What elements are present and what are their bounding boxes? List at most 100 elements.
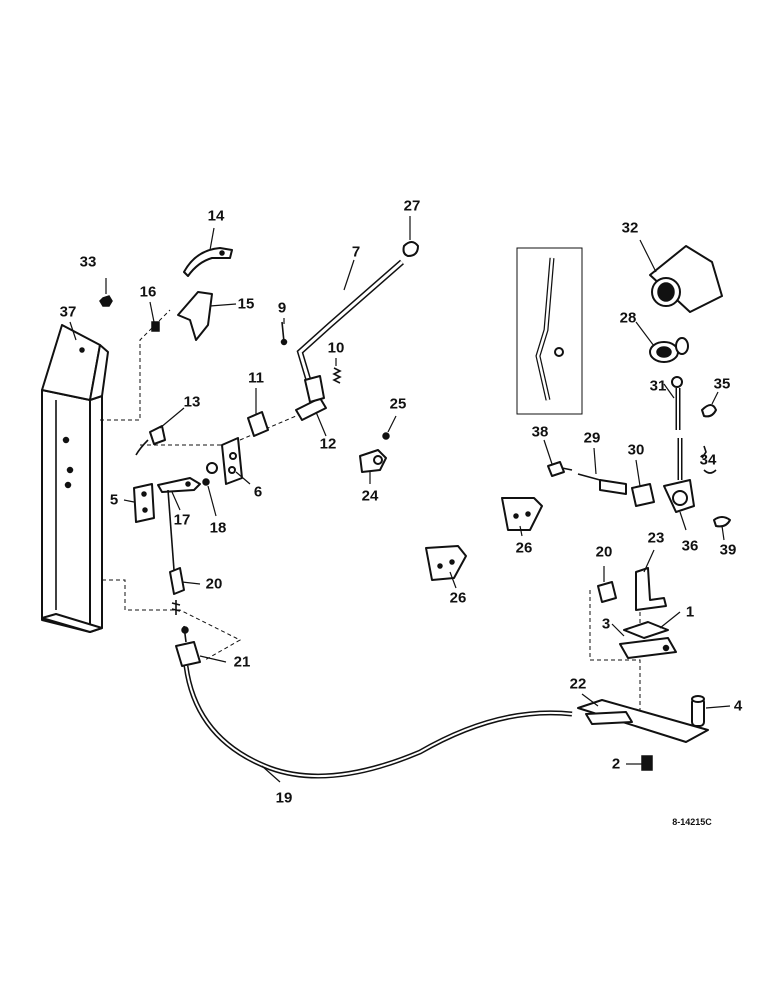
part-2-nut (641, 755, 653, 771)
part-30-coupler (631, 483, 655, 507)
callout-25: 25 (390, 396, 407, 413)
leader-line (159, 407, 185, 429)
leader-line (711, 391, 719, 405)
callout-20-right: 20 (596, 544, 613, 561)
assembly-line (102, 579, 242, 661)
part-37-column (41, 324, 109, 633)
leader-line (261, 765, 281, 783)
inset-alternate-lever (516, 247, 583, 415)
part-7-shift-lever (296, 259, 404, 403)
callout-33: 33 (80, 254, 97, 271)
leader-line (721, 525, 725, 541)
callout-31: 31 (650, 378, 667, 395)
callout-34: 34 (700, 452, 717, 469)
part-20-fitting-left (169, 567, 185, 615)
part-39-pin (713, 516, 731, 528)
part-1-plate (623, 621, 669, 639)
callout-27: 27 (404, 198, 421, 215)
leader-line (659, 611, 681, 629)
callout-21: 21 (234, 654, 251, 671)
part-27-knob (402, 241, 419, 257)
part-38-bolt (547, 461, 573, 477)
leader-line (171, 491, 181, 511)
callout-11: 11 (248, 370, 264, 387)
callout-22: 22 (570, 676, 587, 693)
part-34-spring (701, 445, 717, 474)
callout-26-left: 26 (450, 590, 467, 607)
part-17-lever (157, 477, 201, 493)
part-32-housing (649, 245, 723, 313)
callout-24: 24 (362, 488, 379, 505)
callout-3: 3 (602, 616, 610, 633)
callout-32: 32 (622, 220, 639, 237)
part-16-bolt (151, 321, 160, 332)
callout-30: 30 (628, 442, 645, 459)
callout-2: 2 (612, 756, 620, 773)
callout-19: 19 (276, 790, 293, 807)
part-19-cable (183, 665, 573, 779)
callout-29: 29 (584, 430, 601, 447)
callout-9: 9 (278, 300, 286, 317)
part-33-nut (99, 295, 113, 307)
leader-line (69, 321, 77, 341)
part-36-fitting (663, 479, 695, 513)
callout-38: 38 (532, 424, 549, 441)
link-rod (167, 489, 175, 571)
callout-35: 35 (714, 376, 731, 393)
leader-line (207, 485, 217, 517)
callout-37: 37 (60, 304, 77, 321)
part-15-plate (177, 291, 213, 341)
part-26-bracket (501, 497, 543, 531)
leader-line (209, 227, 215, 251)
part-26-bracket (425, 545, 467, 581)
callout-7: 7 (352, 244, 360, 261)
part-10-spring (332, 367, 342, 384)
part-9-pin (280, 321, 288, 346)
leader-line (635, 321, 655, 347)
drawing-reference-code: 8-14215C (672, 817, 712, 827)
callout-14: 14 (208, 208, 225, 225)
part-18-washer (202, 478, 210, 486)
part-31-shifter-rod (671, 376, 683, 480)
callout-16: 16 (140, 284, 157, 301)
callout-6: 6 (254, 484, 262, 501)
part-21-cable-end (175, 625, 201, 667)
leader-line (581, 693, 599, 707)
callout-4: 4 (734, 698, 743, 715)
leader-line (149, 301, 155, 323)
callout-12: 12 (320, 436, 337, 453)
part-4-pin (691, 695, 705, 727)
leader-line (123, 499, 135, 503)
part-29-rod (577, 473, 627, 495)
leader-line (543, 439, 553, 465)
leader-line (663, 383, 675, 399)
leader-line (519, 525, 523, 537)
leader-line (635, 459, 641, 487)
part-28-boot (649, 337, 689, 363)
leader-line (315, 411, 327, 437)
assembly-line (589, 590, 641, 720)
leader-line (209, 303, 237, 307)
leader-line (449, 571, 457, 589)
callout-17: 17 (174, 512, 191, 529)
callout-26-right: 26 (516, 540, 533, 557)
part-24-clamp (359, 449, 387, 473)
part-23-bracket (635, 567, 667, 611)
leader-line (199, 655, 227, 663)
callout-15: 15 (238, 296, 255, 313)
part-5-plate (133, 483, 155, 523)
leader-line (611, 623, 625, 637)
leader-line (679, 511, 687, 531)
callout-23: 23 (648, 530, 665, 547)
leader-line (181, 581, 201, 585)
callout-10: 10 (328, 340, 345, 357)
part-20-fitting-right (597, 581, 617, 603)
leader-line (643, 549, 655, 573)
part-3-bracket (619, 637, 677, 659)
part-13-clip (135, 425, 166, 456)
callout-36: 36 (682, 538, 699, 555)
part-35-clip (701, 404, 717, 418)
callout-20-left: 20 (206, 576, 223, 593)
